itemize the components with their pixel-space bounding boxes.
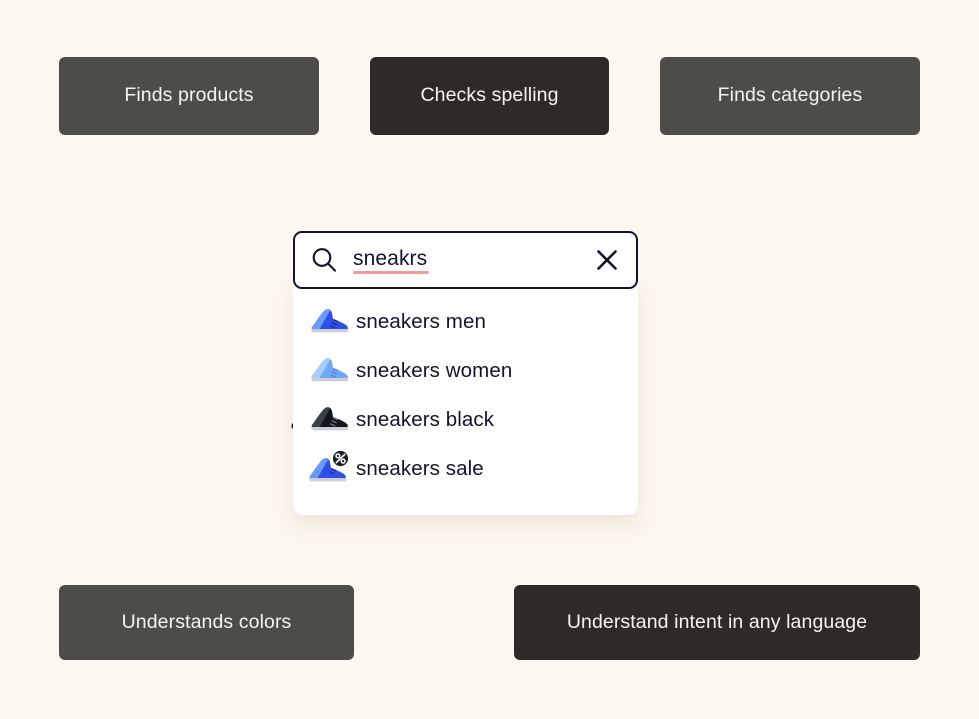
suggestions-panel: sneakers men sneakers women — [293, 279, 638, 515]
suggestion-item[interactable]: sneakers sale — [293, 444, 638, 493]
suggestion-item[interactable]: sneakers women — [293, 346, 638, 395]
callout-checks-spelling: Checks spelling — [370, 57, 609, 135]
connector-understands-colors — [291, 422, 299, 430]
percent-badge — [332, 450, 349, 466]
suggestion-item[interactable]: sneakers black — [293, 395, 638, 444]
search-box[interactable]: sneakrs — [293, 231, 638, 289]
search-input[interactable]: sneakrs — [353, 233, 594, 287]
close-icon — [597, 250, 617, 270]
search-input-value: sneakrs — [353, 247, 430, 274]
callout-finds-categories: Finds categories — [660, 57, 920, 135]
sneaker-light-blue-icon — [307, 352, 351, 390]
suggestion-label: sneakers black — [356, 407, 495, 431]
callout-label: Finds categories — [717, 84, 863, 107]
callout-label: Checks spelling — [420, 84, 559, 107]
connector-finds-products — [298, 255, 306, 263]
callout-finds-products: Finds products — [59, 57, 319, 135]
suggestion-item[interactable]: sneakers men — [293, 297, 638, 346]
callout-understand-intent: Understand intent in any language — [514, 585, 920, 660]
sneaker-black-icon — [307, 401, 351, 439]
sneaker-blue-icon — [307, 303, 351, 341]
suggestion-label: sneakers women — [356, 358, 513, 382]
search-icon — [309, 245, 339, 275]
callout-label: Finds products — [124, 84, 254, 107]
callout-label: Understands colors — [121, 610, 292, 633]
suggestion-label: sneakers men — [356, 309, 486, 333]
callout-understands-colors: Understands colors — [59, 585, 354, 660]
search-widget: sneakrs — [293, 231, 638, 515]
callout-label: Understand intent in any language — [566, 610, 868, 633]
sneaker-sale-icon — [307, 450, 351, 488]
suggestion-label: sneakers sale — [356, 456, 484, 480]
clear-search-button[interactable] — [594, 247, 620, 273]
